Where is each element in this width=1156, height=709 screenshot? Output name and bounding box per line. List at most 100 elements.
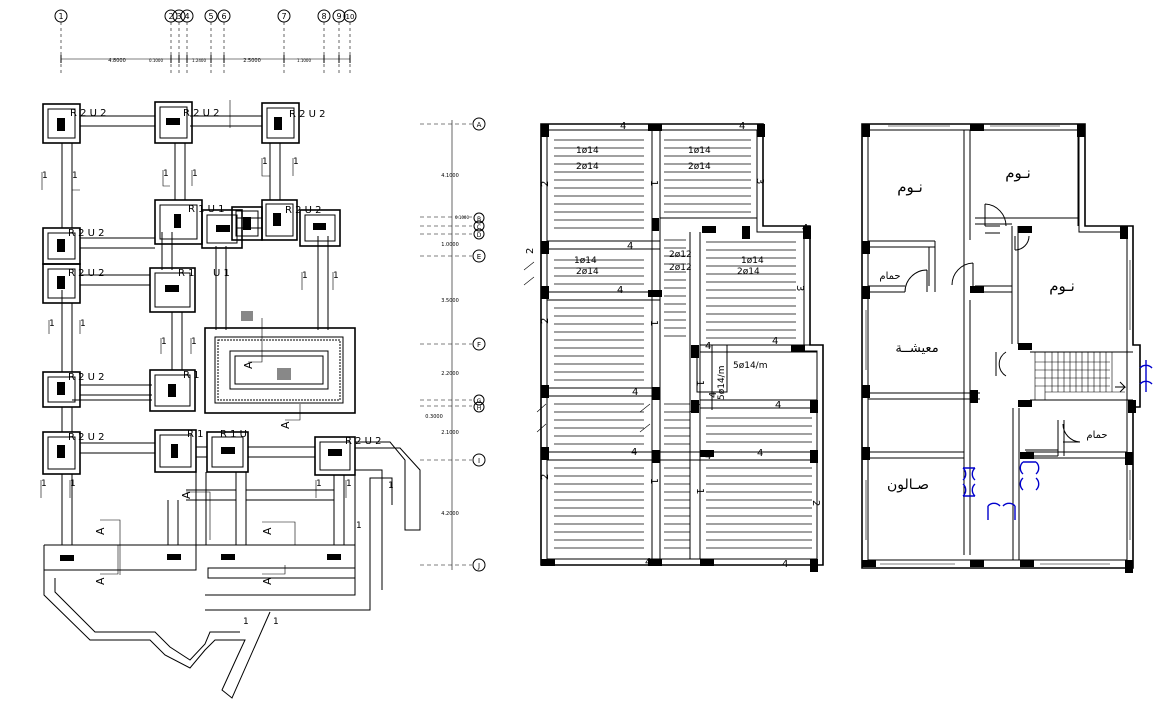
svg-text:3: 3 [754, 178, 765, 184]
svg-text:A: A [279, 421, 292, 429]
svg-text:B: B [477, 216, 481, 223]
svg-text:2: 2 [540, 318, 551, 324]
svg-text:A: A [94, 527, 107, 535]
footing-label: R 2 U 2 [345, 436, 382, 447]
svg-text:1: 1 [273, 617, 279, 627]
room-bedroom-3: نـوم [1049, 277, 1075, 295]
room-living: معيشــة [895, 341, 938, 356]
room-bedroom-2: نـوم [1005, 164, 1031, 182]
grid-bubble-h: H [473, 401, 485, 413]
svg-text:C: C [477, 224, 481, 231]
grid-bubble-10: 10 [343, 9, 357, 23]
svg-text:4: 4 [782, 559, 788, 570]
footing-label: R 2 U 2 [70, 108, 107, 119]
footing-label: R 2 U 2 [68, 372, 105, 383]
grid-bubble-j: J [472, 558, 486, 572]
bar-label: 2ø14 [737, 267, 760, 277]
svg-text:1: 1 [316, 479, 322, 489]
svg-text:1: 1 [388, 481, 394, 491]
svg-text:2: 2 [168, 12, 173, 21]
row-dim-5: 2.2000 [441, 371, 459, 377]
svg-text:F: F [477, 341, 481, 349]
footing-pads [42, 101, 356, 476]
svg-text:1: 1 [161, 337, 167, 347]
svg-text:A: A [477, 121, 482, 129]
blue-doors [962, 360, 1153, 520]
svg-text:4: 4 [631, 447, 637, 458]
svg-text:1: 1 [293, 157, 299, 167]
bar-label: 1ø14 [574, 256, 597, 266]
dim-2: 0.1000 [149, 58, 163, 63]
svg-text:1: 1 [694, 380, 705, 386]
svg-text:3: 3 [794, 285, 805, 291]
svg-text:4: 4 [739, 121, 745, 132]
grid-bubble-1: 1 [54, 9, 68, 23]
bar-label: 2ø12 [669, 250, 692, 260]
svg-text:1: 1 [49, 319, 55, 329]
grid-column-markers: 1 2 3 4 5 6 7 8 9 10 4.8000 0.1000 1.240… [54, 9, 357, 75]
grid-bubble-5: 5 [204, 9, 218, 23]
footing-label: U 1 [213, 268, 230, 279]
svg-text:4: 4 [632, 387, 638, 398]
row-dim-8: 4.2000 [441, 511, 459, 517]
bar-label: 5ø14/m [717, 366, 727, 400]
room-salon: صـالون [887, 477, 929, 493]
row-dim-3: 1.0000 [441, 242, 459, 248]
footing-label: R 2 U 2 [68, 228, 105, 239]
grid-row-markers: A B C D E F G H I J 4.1000 0.1000 1.0000… [420, 117, 486, 572]
svg-text:7: 7 [281, 12, 286, 21]
section-marks: 1 1 1 1 1 1 1 1 1 1 1 1 1 1 1 1 1 1 1 1 … [40, 100, 394, 627]
svg-text:1: 1 [356, 521, 362, 531]
svg-text:A: A [261, 527, 274, 535]
dim-5: 1.1000 [297, 58, 311, 63]
grid-bubble-d: D [473, 228, 485, 240]
svg-text:4: 4 [620, 121, 626, 132]
bar-label: 2ø14 [688, 162, 711, 172]
footing-label: R 1 U [220, 429, 247, 440]
svg-text:4: 4 [757, 448, 763, 459]
svg-text:1: 1 [192, 169, 198, 179]
svg-text:A: A [242, 361, 255, 369]
footing-label: R 2 U 2 [289, 109, 326, 120]
grid-bubble-9: 9 [332, 9, 346, 23]
row-dim-6: 0.3000 [425, 414, 443, 420]
svg-text:1: 1 [163, 169, 169, 179]
footing-label: R 1 [187, 429, 204, 440]
svg-text:1: 1 [346, 479, 352, 489]
svg-text:E: E [477, 253, 481, 261]
dim-1: 4.8000 [108, 58, 126, 64]
footing-label: R 2 U 2 [68, 268, 105, 279]
svg-text:3: 3 [176, 12, 181, 21]
svg-text:5: 5 [208, 12, 213, 21]
stairs [1034, 352, 1127, 400]
svg-text:H: H [477, 405, 482, 412]
dim-4: 2.5000 [243, 58, 261, 64]
room-bath-1: حمام [879, 271, 900, 282]
svg-text:J: J [477, 562, 480, 570]
row-dim-2: 0.1000 [455, 215, 469, 220]
footing-label: R 1 U 1 [188, 204, 225, 215]
grid-bubble-b: B [473, 212, 485, 224]
svg-text:2: 2 [810, 500, 821, 506]
slab-columns [541, 124, 818, 572]
svg-text:4: 4 [617, 285, 623, 296]
footing-label: R 1 [178, 268, 195, 279]
svg-text:4: 4 [184, 12, 189, 21]
grid-bubble-e: E [472, 249, 486, 263]
room-bedroom-1: نـوم [897, 178, 923, 196]
svg-text:10: 10 [346, 13, 355, 21]
svg-text:1: 1 [648, 478, 659, 484]
svg-text:D: D [477, 232, 482, 239]
row-dim-4: 3.5000 [441, 298, 459, 304]
footing-label: R 2 U 2 [68, 432, 105, 443]
svg-text:A: A [180, 491, 193, 499]
svg-text:1: 1 [262, 157, 268, 167]
svg-text:4: 4 [708, 392, 719, 398]
slab-ribs [554, 139, 812, 549]
svg-text:A: A [261, 577, 274, 585]
svg-text:2: 2 [540, 474, 551, 480]
dim-3: 1.2400 [192, 58, 206, 63]
foundation-columns [57, 117, 342, 561]
row-dim-7: 2.1000 [441, 430, 459, 436]
